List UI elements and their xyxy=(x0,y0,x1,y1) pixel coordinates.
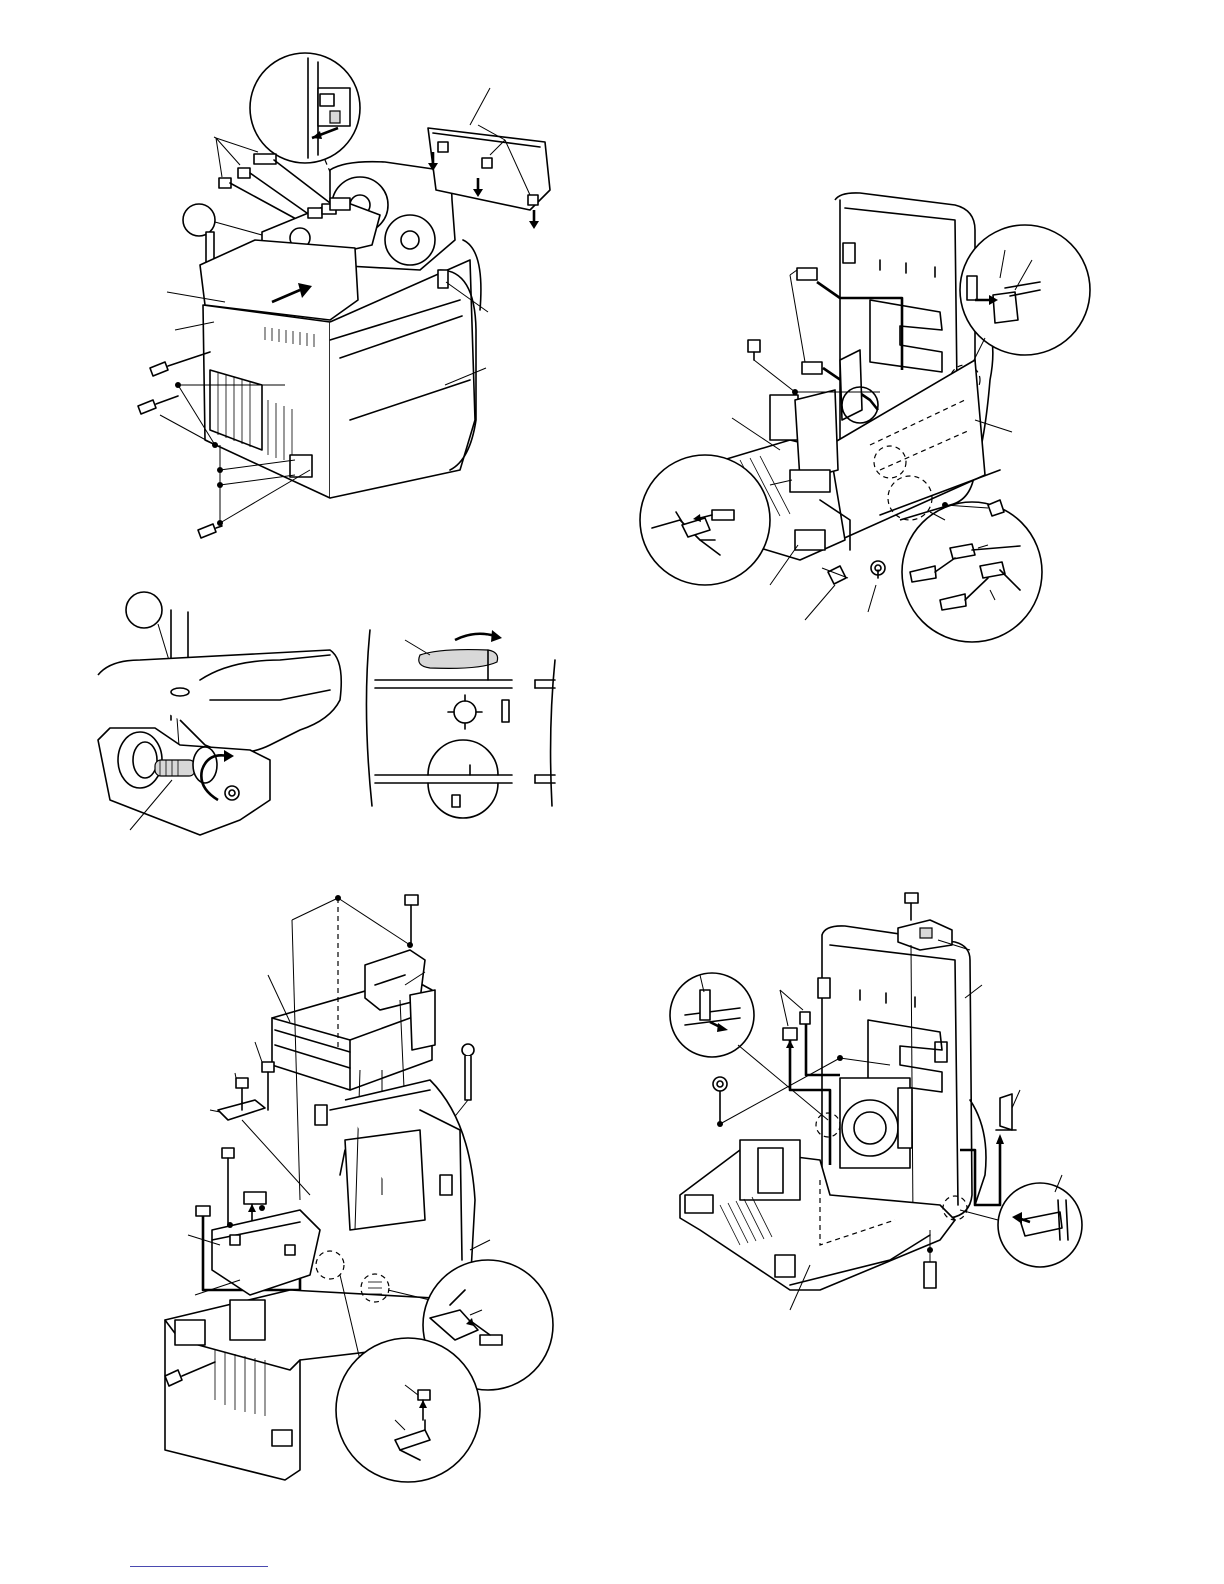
main-pwb-removal-figure xyxy=(640,193,1090,642)
detail-callout-circle xyxy=(670,973,754,1057)
cd-changer-removal-figure xyxy=(165,895,553,1482)
cd-mechanism-gear-figure xyxy=(98,592,341,835)
front-panel-removal-figure xyxy=(138,53,550,538)
detail-callout-circle xyxy=(960,225,1090,355)
connector-group xyxy=(780,990,840,1165)
connector xyxy=(797,268,817,280)
detail-callout-circle xyxy=(336,1338,480,1482)
main-unit-cabinet xyxy=(167,232,488,498)
cd-tray-detail-figure xyxy=(366,630,555,818)
footer-rule xyxy=(130,1566,268,1567)
callout-marker-b xyxy=(126,592,162,628)
power-pwb-removal-figure xyxy=(670,893,1082,1310)
